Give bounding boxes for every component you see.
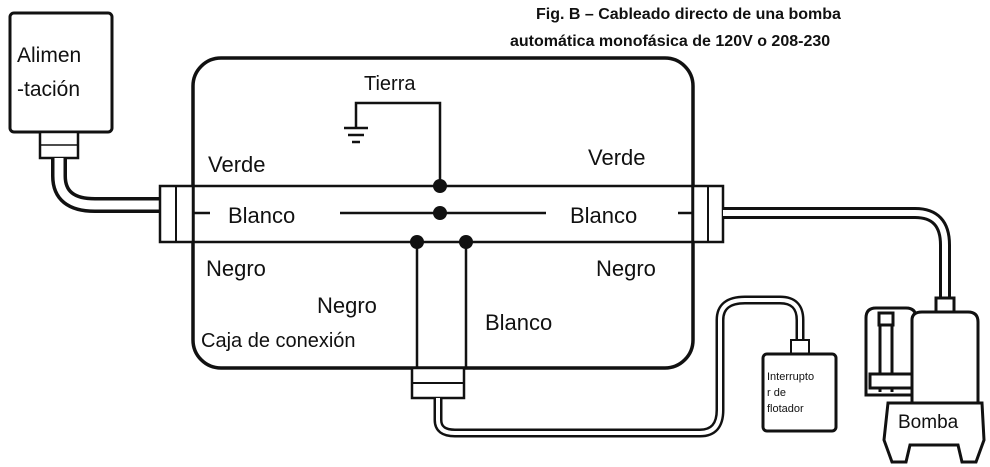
power-label-line-1: Alimen: [17, 44, 81, 67]
bottom-white-label: Blanco: [485, 310, 552, 335]
power-conduit-inner: [54, 158, 160, 210]
pump-label: Bomba: [898, 412, 959, 433]
ground-icon: [344, 126, 368, 144]
ground-connection-dot: [433, 179, 447, 193]
title-line-2: automática monofásica de 120V o 208-230: [510, 33, 830, 50]
ground-wire: [354, 101, 442, 186]
bottom-black-label: Negro: [317, 293, 377, 318]
right-black-label: Negro: [596, 256, 656, 281]
white-connection-dot: [433, 206, 447, 220]
pump-cable: [723, 207, 951, 300]
float-switch-body: [761, 352, 838, 433]
title-line-1: Fig. B – Cableado directo de una bomba: [536, 6, 841, 23]
ground-label: Tierra: [364, 73, 416, 95]
float-switch-cap: [790, 339, 810, 355]
right-white-label: Blanco: [570, 203, 637, 228]
float-switch-label-line-3: flotador: [767, 403, 804, 415]
junction-box-label: Caja de conexión: [201, 330, 356, 352]
pump-icon: [864, 296, 986, 464]
power-label-line-2: -tación: [17, 78, 80, 101]
left-green-label: Verde: [208, 152, 266, 177]
float-switch-cable-inner: [436, 298, 802, 435]
left-white-label: Blanco: [228, 203, 295, 228]
float-switch-label-line-2: r de: [767, 387, 786, 399]
pump-cable-inner: [723, 210, 948, 300]
power-supply-box: [8, 11, 114, 134]
right-green-label: Verde: [588, 145, 646, 170]
left-black-label: Negro: [206, 256, 266, 281]
float-switch-label-line-1: Interrupto: [767, 371, 814, 383]
